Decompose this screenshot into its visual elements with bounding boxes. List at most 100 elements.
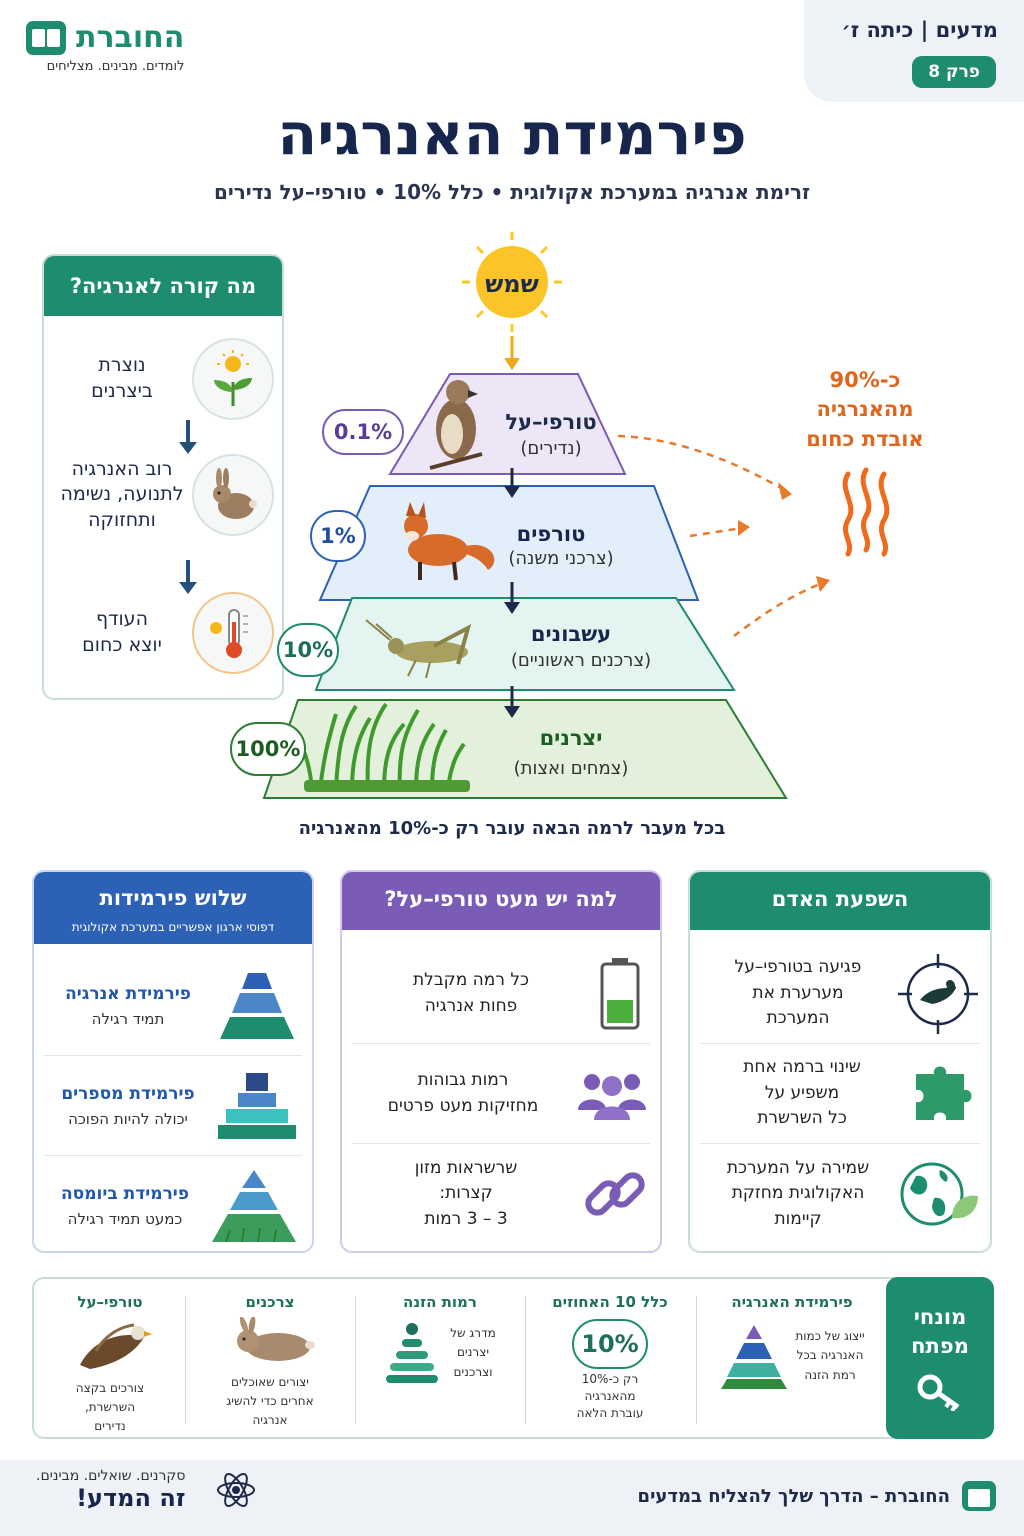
three-pyramids-subtitle: דפוסי ארגון אפשריים במערכת אקולוגית bbox=[71, 920, 275, 934]
footer-bar bbox=[0, 1460, 1024, 1536]
plant-sun-icon bbox=[192, 338, 274, 420]
human-impact-card: השפעת האדם פגיעה בטורפי–על מערערת את המע… bbox=[688, 870, 992, 1253]
book-icon bbox=[26, 20, 66, 55]
human-impact-item-3: שמירה על המערכת האקולוגית מחזקת קיימות bbox=[700, 1144, 980, 1244]
rabbit-icon bbox=[237, 1316, 315, 1361]
key-term-title: צרכנים bbox=[245, 1293, 295, 1311]
three-pyramids-header: שלוש פירמידות דפוסי ארגון אפשריים במערכת… bbox=[34, 872, 312, 944]
divider bbox=[185, 1296, 186, 1424]
level-sub-apex: (נדירים) bbox=[520, 438, 582, 459]
key-terms-label: מונחי מפתח bbox=[911, 1305, 969, 1359]
why-few-text: שרשראות מזון קצרות: 3 – 3 רמות bbox=[414, 1157, 518, 1229]
chain-icon bbox=[585, 1172, 645, 1216]
energy-step-1: נוצרת ביצרנים bbox=[52, 334, 274, 424]
hawk-icon bbox=[429, 380, 483, 470]
rabbit-icon bbox=[192, 454, 274, 536]
key-terms-box bbox=[32, 1277, 994, 1439]
three-pyramids-card: שלוש פירמידות דפוסי ארגון אפשריים במערכת… bbox=[32, 870, 314, 1253]
key-term-title: טורפי–על bbox=[77, 1293, 143, 1311]
percent-badge-producers: 100% bbox=[230, 722, 306, 776]
key-term-title: רמות הזנה bbox=[403, 1293, 477, 1311]
pyramid-type-numbers: פירמידת מספרים יכולה להיות הפוכה bbox=[44, 1056, 302, 1156]
key-term-desc: מדרג של יצרנים וצרכנים bbox=[450, 1326, 496, 1379]
pyramid-type-energy: פירמידת אנרגיה תמיד רגילה bbox=[44, 956, 302, 1056]
header-chip-background bbox=[804, 0, 1024, 102]
energy-step-text: העודף יוצא כחום bbox=[82, 608, 162, 656]
page-subtitle: זרימת אנרגיה במערכת אקולוגית • כלל 10% •… bbox=[213, 180, 811, 204]
human-impact-text: פגיעה בטורפי–על מערערת את המערכת bbox=[734, 957, 862, 1029]
grasshopper-icon bbox=[365, 619, 472, 679]
percent-badge-herbivores: 10% bbox=[277, 623, 339, 677]
human-impact-text: שינוי ברמה אחת משפיע על כל השרשרת bbox=[743, 1057, 861, 1129]
ten-percent-badge: 10% bbox=[572, 1319, 648, 1369]
energy-step-2: רוב האנרגיה לתנועה, נשימה ותחזוקה bbox=[52, 450, 274, 540]
level-title-producers: יצרנים bbox=[539, 726, 603, 750]
numbers-pyramid-icon bbox=[218, 1072, 296, 1139]
brand-logo: החוברת לומדים. מבינים. מצליחים bbox=[26, 20, 184, 74]
human-impact-title: השפעת האדם bbox=[690, 872, 990, 930]
why-few-text: כל רמה מקבלת פחות אנרגיה bbox=[413, 970, 529, 1016]
mini-pyramid-icon bbox=[721, 1325, 788, 1389]
energy-step-text: רוב האנרגיה לתנועה, נשימה ותחזוקה bbox=[60, 457, 184, 531]
level-sub-predators: (צרכני משנה) bbox=[508, 548, 614, 569]
footer-small-slogan: סקרנים. שואלים. מבינים. bbox=[36, 1468, 186, 1484]
why-few-item-3: שרשראות מזון קצרות: 3 – 3 רמות bbox=[352, 1144, 650, 1244]
key-term-title: פירמידת האנרגיה bbox=[731, 1293, 853, 1311]
puzzle-icon bbox=[916, 1066, 972, 1120]
key-term-trophic-levels: רמות הזנה מדרג של יצרנים וצרכנים bbox=[360, 1293, 520, 1385]
footer-tagline: החוברת – הדרך שלך להצליח במדעים bbox=[637, 1485, 950, 1507]
pyramid-type-sub: יכולה להיות הפוכה bbox=[68, 1109, 188, 1128]
book-icon bbox=[962, 1481, 996, 1511]
chapter-badge: פרק 8 bbox=[912, 56, 996, 88]
key-term-consumers: צרכנים יצורים שאוכלים אחרים כדי להשיג אנ… bbox=[190, 1293, 350, 1431]
atom-icon bbox=[217, 1473, 255, 1507]
energy-step-text: נוצרת ביצרנים bbox=[91, 354, 153, 402]
pyramid-type-sub: תמיד רגילה bbox=[91, 1009, 165, 1028]
heat-waves-icon bbox=[842, 467, 890, 557]
sun-icon bbox=[462, 232, 562, 332]
three-pyramids-title: שלוש פירמידות bbox=[99, 886, 247, 910]
key-term-energy-pyramid: פירמידת האנרגיה ייצוג של כמות האנרגיה בכ… bbox=[712, 1293, 872, 1391]
energy-flow-title: מה קורה לאנרגיה? bbox=[44, 256, 282, 316]
level-sub-producers: (צמחים ואצות) bbox=[513, 758, 629, 779]
biomass-pyramid-icon bbox=[212, 1170, 296, 1243]
pyramid-type-title: פירמידת מספרים bbox=[61, 1083, 195, 1104]
why-few-item-1: כל רמה מקבלת פחות אנרגיה bbox=[352, 944, 650, 1044]
key-terms-tab: מונחי מפתח bbox=[886, 1277, 994, 1439]
heat-loss-text: כ-90% מהאנרגיה אובדת כחום bbox=[806, 368, 924, 451]
page-title: פירמידת האנרגיה bbox=[277, 100, 747, 168]
key-term-title: כלל 10 האחוזים bbox=[552, 1293, 668, 1311]
pyramid-type-biomass: פירמידת ביומסה כמעט תמיד רגילה bbox=[44, 1156, 302, 1251]
level-title-apex: טורפי–על bbox=[505, 410, 597, 434]
percent-badge-predators: 1% bbox=[310, 510, 366, 562]
divider bbox=[696, 1296, 697, 1424]
key-term-desc: רק כ-10% מהאנרגיה עוברת הלאה bbox=[576, 1372, 644, 1420]
eagle-icon bbox=[80, 1323, 152, 1369]
footer-slogan: סקרנים. שואלים. מבינים. זה המדע! bbox=[36, 1468, 185, 1512]
footer-brand: החוברת – הדרך שלך להצליח במדעים bbox=[638, 1481, 996, 1511]
sun-label: שמש bbox=[485, 270, 539, 298]
brand-slogan: לומדים. מבינים. מצליחים bbox=[46, 59, 185, 74]
fox-icon bbox=[404, 502, 495, 581]
level-sub-herbivores: (צרכנים ראשוניים) bbox=[510, 650, 652, 671]
subject-grade-label: מדעים | כיתה ז׳ bbox=[841, 18, 998, 42]
divider bbox=[525, 1296, 526, 1424]
key-term-desc: ייצוג של כמות האנרגיה בכל רמת הזנה bbox=[795, 1329, 865, 1382]
human-impact-item-2: שינוי ברמה אחת משפיע על כל השרשרת bbox=[700, 1044, 980, 1144]
ten-percent-rule-text: בכל מעבר לרמה הבאה עובר רק כ-10% מהאנרגי… bbox=[298, 818, 726, 839]
key-term-desc: צורכים בקצה השרשרת, נדירים bbox=[75, 1381, 145, 1434]
level-title-herbivores: עשבונים bbox=[530, 622, 612, 646]
human-impact-item-1: פגיעה בטורפי–על מערערת את המערכת bbox=[700, 944, 980, 1044]
key-term-apex-predators: טורפי–על צורכים בקצה השרשרת, נדירים bbox=[30, 1293, 190, 1437]
why-few-item-2: רמות גבוהות מחזיקות מעט פרטים bbox=[352, 1044, 650, 1144]
brand-name: החוברת bbox=[76, 20, 185, 55]
stacked-levels-icon bbox=[386, 1323, 439, 1383]
battery-icon bbox=[600, 957, 640, 1029]
energy-step-3: העודף יוצא כחום bbox=[52, 588, 274, 678]
pyramid-type-sub: כמעט תמיד רגילה bbox=[67, 1210, 183, 1228]
energy-pyramid-icon bbox=[220, 972, 294, 1039]
thermometer-icon bbox=[192, 592, 274, 674]
why-few-apex-card: למה יש מעט טורפי–על? כל רמה מקבלת פחות א… bbox=[340, 870, 662, 1253]
people-icon bbox=[578, 1073, 646, 1120]
key-icon bbox=[917, 1374, 960, 1411]
